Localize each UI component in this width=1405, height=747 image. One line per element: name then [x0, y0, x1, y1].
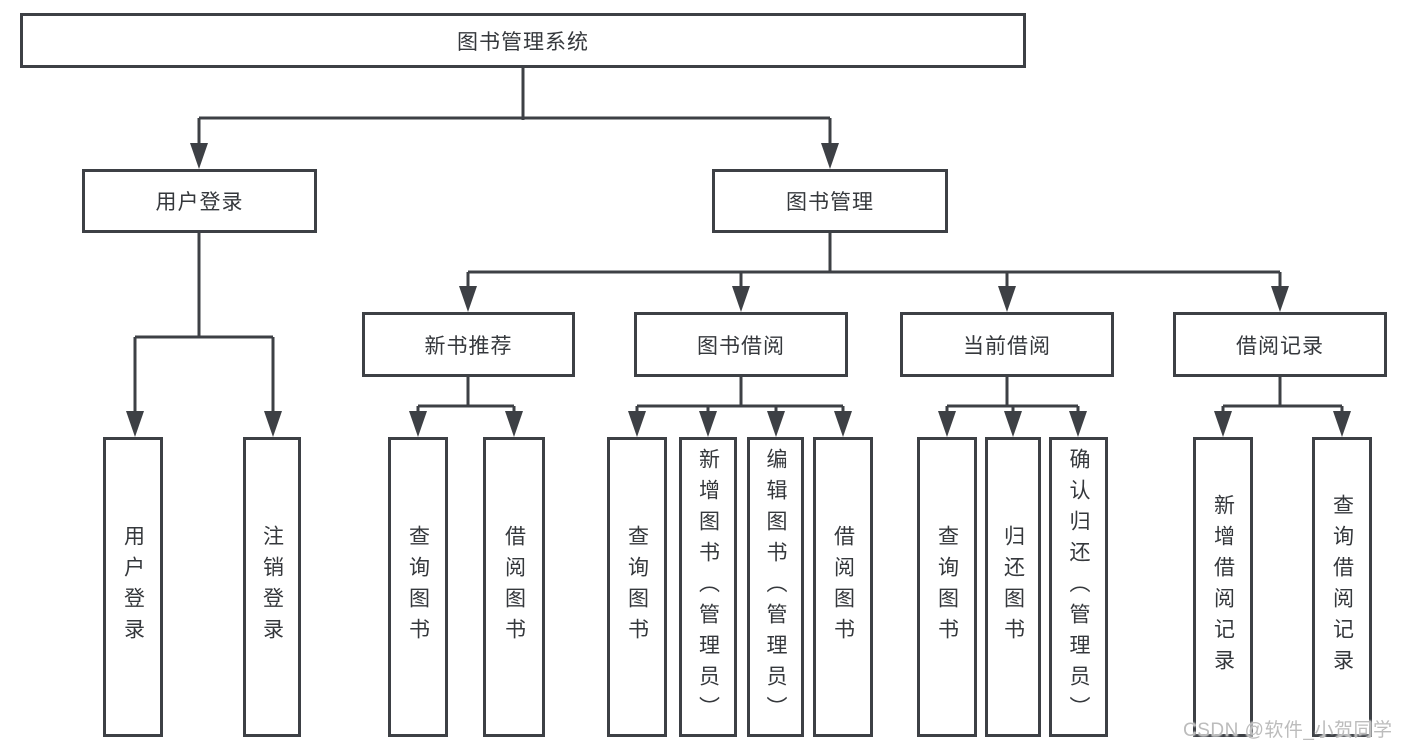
leaf-borrow-books: 借阅图书	[813, 437, 873, 737]
leaf-return-books: 归还图书	[985, 437, 1041, 737]
leaf-user-login-label: 用户登录	[121, 525, 145, 649]
leaf-borrow-books-recommend: 借阅图书	[483, 437, 545, 737]
node-root: 图书管理系统	[20, 13, 1026, 68]
node-current-borrowing: 当前借阅	[900, 312, 1114, 377]
leaf-add-borrow-record: 新增借阅记录	[1193, 437, 1253, 737]
leaf-query-borrow-record-label: 查询借阅记录	[1330, 494, 1354, 680]
node-new-book-recommend: 新书推荐	[362, 312, 575, 377]
leaf-borrow-books-recommend-label: 借阅图书	[502, 525, 526, 649]
arrowhead	[1004, 411, 1022, 437]
leaf-add-borrow-record-label: 新增借阅记录	[1211, 494, 1235, 680]
leaf-user-login: 用户登录	[103, 437, 163, 737]
arrowhead	[190, 143, 208, 169]
arrowhead	[998, 286, 1016, 312]
node-user-login-label: 用户登录	[155, 191, 244, 214]
arrowhead	[459, 286, 477, 312]
arrowhead	[628, 411, 646, 437]
csdn-watermark: CSDN @软件_小贺同学	[1183, 720, 1393, 741]
leaf-borrow-books-label: 借阅图书	[831, 525, 855, 649]
leaf-edit-books-admin-label: 编辑图书（管理员）	[764, 447, 787, 727]
node-new-book-recommend-label: 新书推荐	[424, 334, 513, 358]
leaf-add-books-admin: 新增图书（管理员）	[679, 437, 737, 737]
node-book-management: 图书管理	[712, 169, 948, 233]
tree-edges	[133, 68, 1344, 414]
arrowhead	[505, 411, 523, 437]
node-borrow-records: 借阅记录	[1173, 312, 1387, 377]
leaf-add-books-admin-label: 新增图书（管理员）	[696, 447, 720, 727]
arrowhead	[1333, 411, 1351, 437]
leaf-query-books-recommend: 查询图书	[388, 437, 448, 737]
arrowhead	[126, 411, 144, 437]
leaf-edit-books-admin: 编辑图书（管理员）	[747, 437, 804, 737]
leaf-query-books-borrowing: 查询图书	[607, 437, 667, 737]
node-borrow-records-label: 借阅记录	[1236, 334, 1324, 358]
arrowhead	[1214, 411, 1232, 437]
node-book-borrowing: 图书借阅	[634, 312, 848, 377]
arrowhead	[834, 411, 852, 437]
leaf-query-books-current-label: 查询图书	[935, 525, 959, 649]
leaf-query-books-recommend-label: 查询图书	[406, 525, 430, 649]
leaf-return-books-label: 归还图书	[1001, 525, 1025, 649]
node-book-management-label: 图书管理	[786, 191, 874, 214]
leaf-query-borrow-record: 查询借阅记录	[1312, 437, 1372, 737]
arrowhead	[732, 286, 750, 312]
node-book-borrowing-label: 图书借阅	[697, 334, 785, 358]
arrowhead	[767, 411, 785, 437]
arrowhead	[821, 143, 839, 169]
leaf-confirm-return-admin: 确认归还（管理员）	[1049, 437, 1108, 737]
arrowhead	[938, 411, 956, 437]
arrowhead	[1069, 411, 1087, 437]
leaf-logout: 注销登录	[243, 437, 301, 737]
arrowhead	[409, 411, 427, 437]
leaf-logout-label: 注销登录	[260, 525, 284, 649]
node-user-login: 用户登录	[82, 169, 317, 233]
leaf-query-books-current: 查询图书	[917, 437, 977, 737]
arrowhead	[699, 411, 717, 437]
node-root-label: 图书管理系统	[457, 30, 589, 54]
leaf-query-books-borrowing-label: 查询图书	[625, 525, 649, 649]
arrowhead	[264, 411, 282, 437]
arrowhead	[1271, 286, 1289, 312]
node-current-borrowing-label: 当前借阅	[963, 334, 1051, 358]
leaf-confirm-return-admin-label: 确认归还（管理员）	[1067, 447, 1090, 727]
